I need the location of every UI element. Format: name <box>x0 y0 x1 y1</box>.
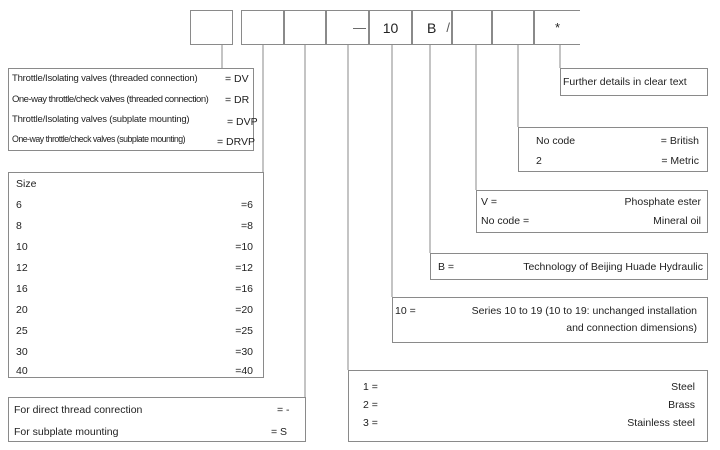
size-row-2-code: =8 <box>241 220 253 232</box>
material-box: 1 = Steel 2 = Brass 3 = Stainless steel <box>348 370 708 442</box>
size-row-6-label: 20 <box>16 304 28 316</box>
size-row-8-code: =30 <box>235 346 253 358</box>
size-row-9-label: 40 <box>16 365 28 377</box>
size-row-2-label: 8 <box>16 220 22 232</box>
code-cell-4: — <box>326 10 369 45</box>
code-cell-seal <box>452 10 492 45</box>
connection-box: For direct thread conrection = - For sub… <box>8 397 306 442</box>
thread-box: No code = British 2 = Metric <box>518 127 708 172</box>
size-row-8-label: 30 <box>16 346 28 358</box>
connection-row-2-code: = S <box>271 426 288 438</box>
seal-box: V = Phosphate ester No code = Mineral oi… <box>476 190 708 233</box>
size-row-5-code: =16 <box>235 283 253 295</box>
code-strip-slash: / <box>446 20 450 35</box>
series-box: 10 = Series 10 to 19 (10 to 19: unchange… <box>392 297 708 343</box>
technology-label: B = <box>438 261 455 273</box>
code-cell-thread <box>492 10 534 45</box>
technology-box: B = Technology of Beijing Huade Hydrauli… <box>430 253 708 280</box>
code-cell-series-text: 10 <box>382 19 399 36</box>
size-row-4-label: 12 <box>16 262 28 274</box>
size-box: Size 6 =6 8 =8 10 =10 12 =12 16 =16 20 =… <box>8 172 264 378</box>
size-row-3-code: =10 <box>235 241 253 253</box>
size-row-4-code: =12 <box>235 262 253 274</box>
size-row-5-label: 16 <box>16 283 28 295</box>
code-cell-series: 10 <box>369 10 412 45</box>
code-strip-dash: — <box>353 20 366 35</box>
code-cell-technology-text: B <box>427 19 437 36</box>
size-row-1-code: =6 <box>241 199 253 211</box>
size-row-3-label: 10 <box>16 241 28 253</box>
material-row-3-label: 3 = <box>363 417 378 429</box>
thread-row-2-code: = Metric <box>661 155 699 167</box>
type-row-4-code: = DRVP <box>217 136 256 148</box>
size-title: Size <box>16 178 37 190</box>
code-cell-further: * <box>534 10 580 45</box>
material-row-2-label: 2 = <box>363 399 378 411</box>
code-cell-further-text: * <box>554 20 561 35</box>
type-row-3-label: Throttle/Isolating valves (subplate moun… <box>12 114 190 125</box>
material-row-1-label: 1 = <box>363 381 378 393</box>
type-row-2-label: One-way throttle/check valves (threaded … <box>12 94 209 105</box>
series-label: 10 = <box>395 305 416 317</box>
size-row-7-code: =25 <box>235 325 253 337</box>
size-row-9-code: =40 <box>235 365 253 377</box>
series-line-1: Series 10 to 19 (10 to 19: unchanged ins… <box>471 305 697 317</box>
type-row-1-code: = DV <box>225 73 249 85</box>
type-row-1-label: Throttle/Isolating valves (threaded conn… <box>12 73 198 84</box>
thread-row-1-label: No code <box>536 135 576 147</box>
connection-row-1-code: = - <box>277 404 290 416</box>
thread-row-1-code: = British <box>660 135 699 147</box>
technology-value: Technology of Beijing Huade Hydraulic <box>523 261 703 273</box>
code-cell-technology: B/ <box>412 10 452 45</box>
further-details-box: Further details in clear text <box>560 68 708 96</box>
size-row-6-code: =20 <box>235 304 253 316</box>
connection-row-2-label: For subplate mounting <box>14 426 119 438</box>
seal-row-2-label: No code = <box>481 215 530 227</box>
type-box: Throttle/Isolating valves (threaded conn… <box>8 68 258 151</box>
series-line-2: and connection dimensions) <box>566 322 697 334</box>
size-row-1-label: 6 <box>16 199 22 211</box>
seal-row-1-value: Phosphate ester <box>624 196 701 208</box>
size-row-7-label: 25 <box>16 325 28 337</box>
seal-row-2-value: Mineral oil <box>653 215 701 227</box>
type-row-2-code: = DR <box>225 94 250 106</box>
material-row-1-value: Steel <box>671 381 695 393</box>
thread-row-2-label: 2 <box>536 155 542 167</box>
code-cell-3 <box>284 10 326 45</box>
code-cell-2 <box>241 10 284 45</box>
material-row-3-value: Stainless steel <box>627 417 695 429</box>
connection-row-1-label: For direct thread conrection <box>14 404 143 416</box>
further-details-text: Further details in clear text <box>563 76 687 88</box>
type-row-3-code: = DVP <box>227 116 258 128</box>
seal-row-1-label: V = <box>481 196 498 208</box>
material-row-2-value: Brass <box>668 399 695 411</box>
code-cell-1 <box>190 10 233 45</box>
type-row-4-label: One-way throttle/check valves (subplate … <box>12 134 186 144</box>
